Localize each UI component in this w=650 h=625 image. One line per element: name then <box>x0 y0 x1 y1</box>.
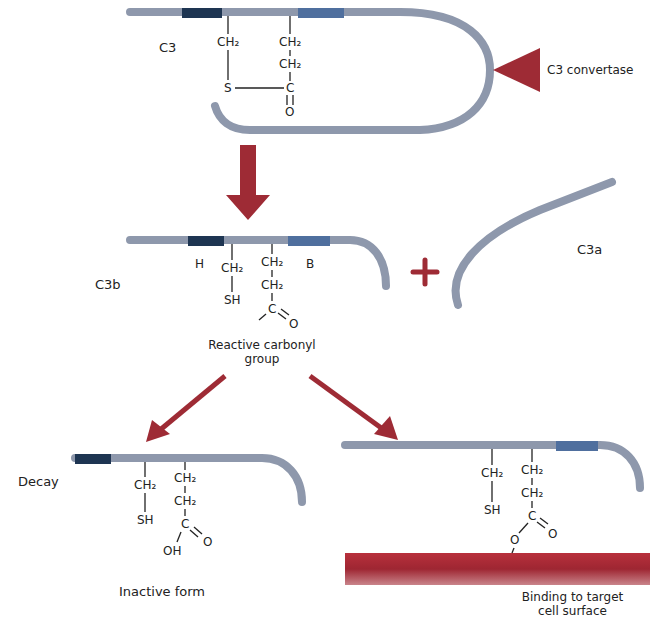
chem-group: CH₂ <box>279 35 301 49</box>
c3a-fragment <box>456 182 612 305</box>
binding-domain <box>298 8 344 18</box>
chem-atom: O <box>285 105 294 119</box>
chem-atom: O <box>548 527 557 541</box>
chem-atom: C <box>181 517 189 531</box>
chem-group: CH₂ <box>174 494 196 508</box>
binding-domain <box>288 236 330 246</box>
domain-label: H <box>195 257 204 271</box>
chem-group: OH <box>163 544 181 558</box>
enzyme-name: C3 convertase <box>547 63 633 77</box>
chem-atom: O <box>289 317 298 331</box>
chem-atom: O <box>510 533 519 547</box>
chem-group: CH₂ <box>221 261 243 275</box>
cleavage-arrow <box>226 145 270 220</box>
chem-group: CH₂ <box>261 278 283 292</box>
target-cell-surface <box>345 553 650 585</box>
chem-group: SH <box>224 293 241 307</box>
chem-group: CH₂ <box>521 486 543 500</box>
chem-atom: C <box>528 509 536 523</box>
c3b-chain <box>130 240 386 286</box>
chem-group: CH₂ <box>279 57 301 71</box>
chem-group: CH₂ <box>521 463 543 477</box>
molecule-name: C3a <box>577 242 602 258</box>
domain-label: B <box>306 257 314 271</box>
molecule-name: C3 <box>159 40 176 56</box>
chem-atom: C <box>268 302 276 316</box>
convertase-wedge <box>493 48 540 92</box>
chem-group: CH₂ <box>134 478 156 492</box>
chem-atom: C <box>286 81 294 95</box>
caption-label: Inactive form <box>119 584 205 600</box>
chem-group: SH <box>484 503 501 517</box>
chem-group: CH₂ <box>217 35 239 49</box>
caption-label: Reactive carbonyl group <box>197 338 327 366</box>
molecule-name: C3b <box>95 277 121 293</box>
caption-label: Binding to target cell surface <box>510 590 635 618</box>
bonds <box>232 244 289 320</box>
thioester-domain <box>182 8 222 18</box>
chem-group: CH₂ <box>481 466 503 480</box>
pathway-arrows <box>146 376 398 442</box>
chem-atom: O <box>203 535 212 549</box>
binding-domain <box>556 441 598 451</box>
thioester-domain <box>75 454 111 464</box>
state-label: Decay <box>18 474 59 490</box>
chem-group: SH <box>137 513 154 527</box>
bonds <box>492 449 548 553</box>
plus-sign <box>413 260 437 284</box>
chem-group: CH₂ <box>174 471 196 485</box>
thioester-domain <box>188 236 224 246</box>
c3-chain <box>130 12 490 130</box>
chem-group: CH₂ <box>261 255 283 269</box>
bonds <box>145 462 202 542</box>
chem-atom: S <box>224 81 232 95</box>
